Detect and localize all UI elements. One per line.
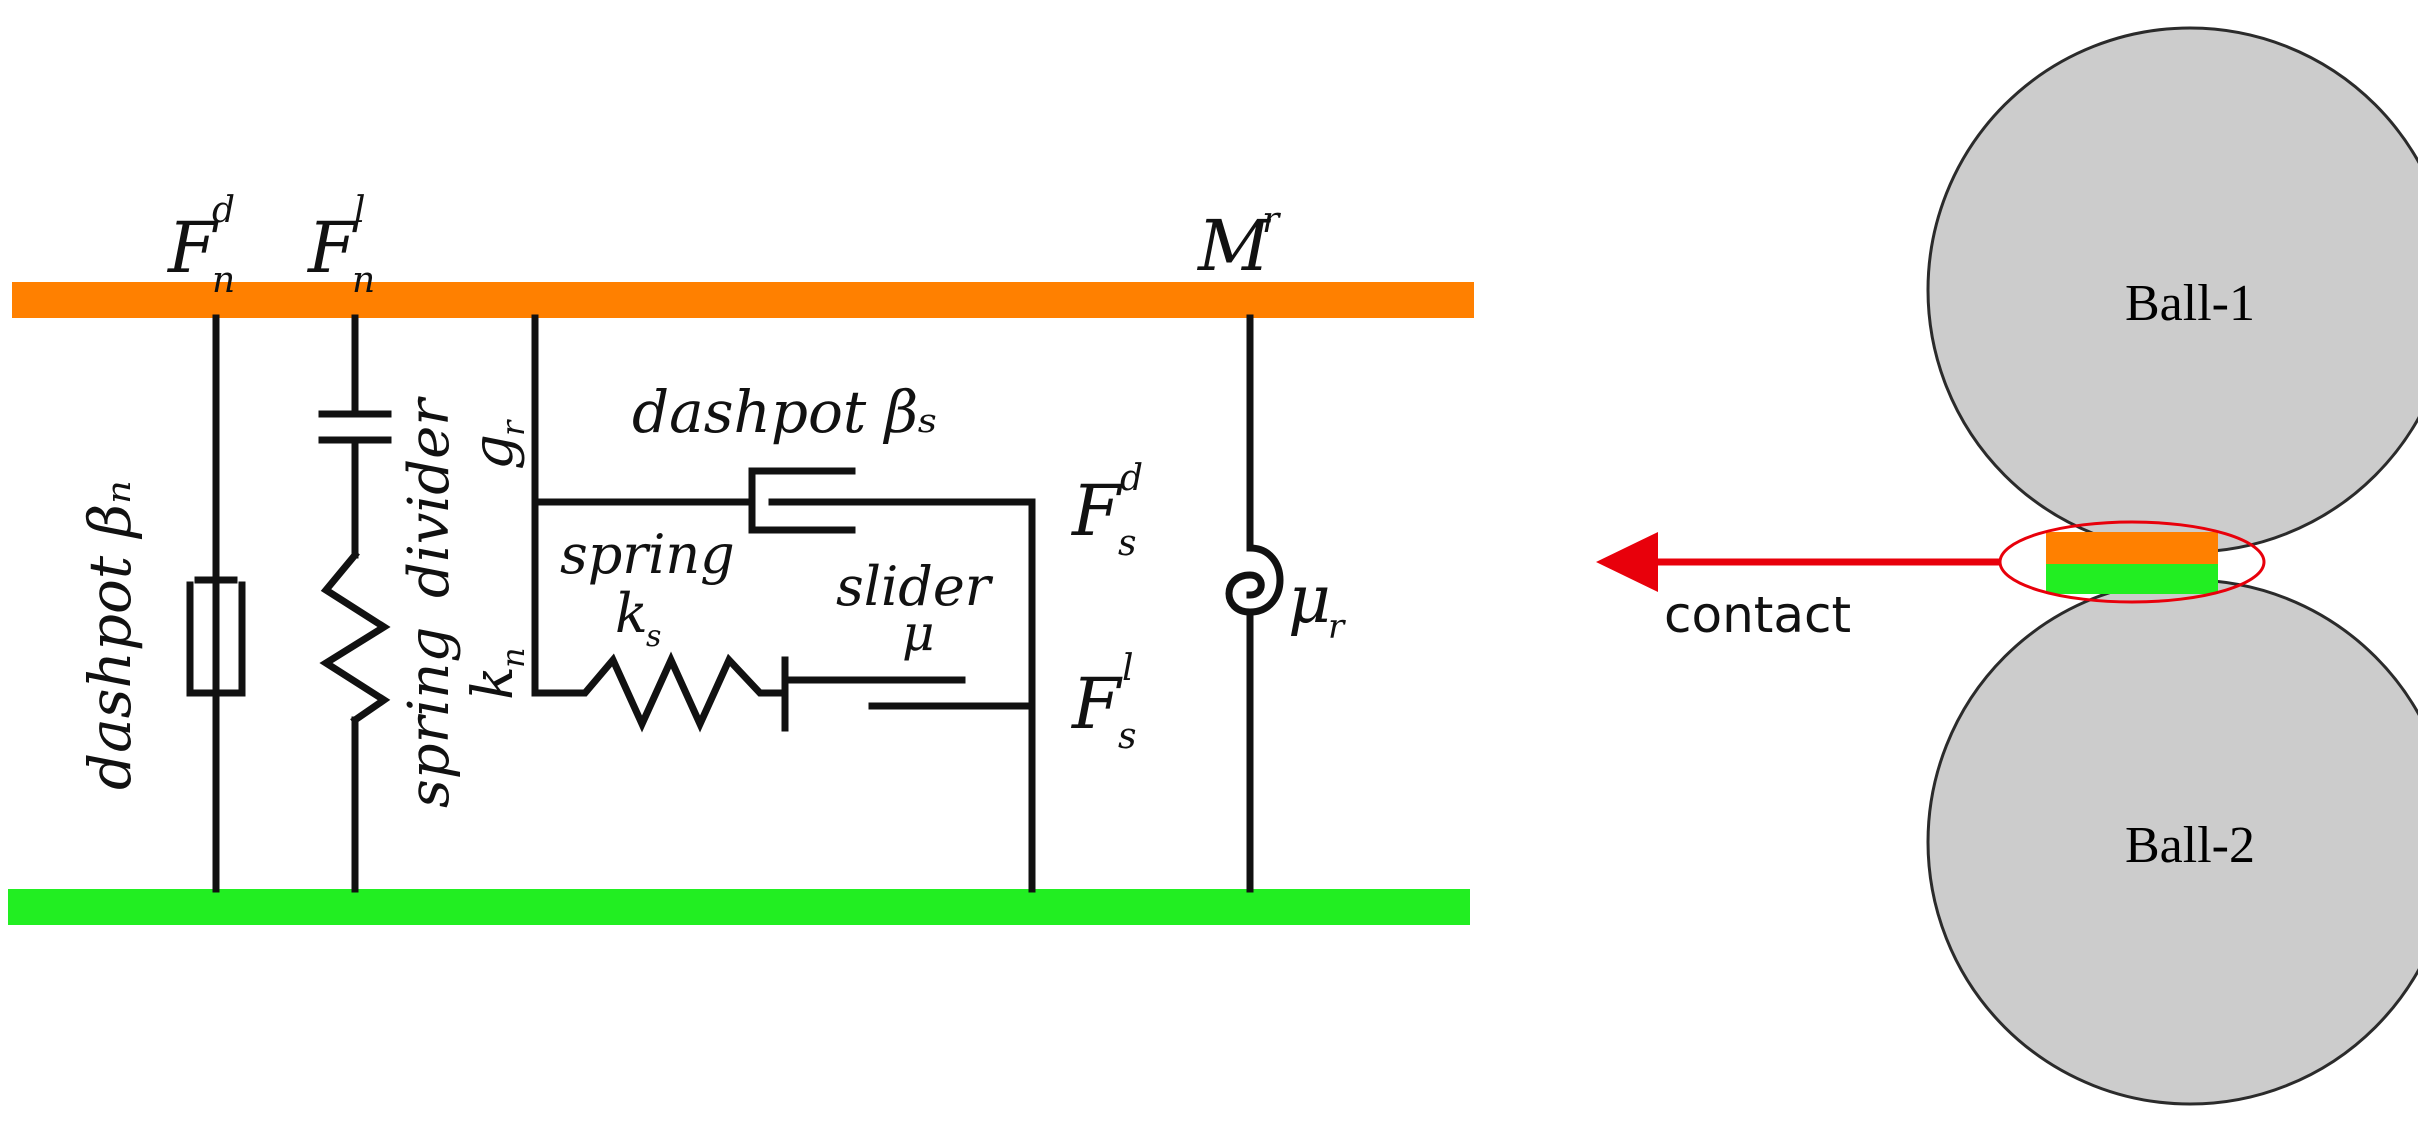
k-n-base: k bbox=[461, 666, 526, 700]
m-r-base: M bbox=[1196, 205, 1272, 287]
label-f-n-d: F n d bbox=[166, 190, 235, 301]
rolling-resistance-branch bbox=[1225, 314, 1284, 893]
spring-s-label: spring bbox=[560, 523, 735, 586]
g-r-label-group: g r bbox=[461, 419, 532, 470]
k-s-base: k bbox=[615, 582, 648, 645]
balls-in-contact: Ball-1 Ball-2 contact bbox=[1596, 26, 2418, 1106]
k-s-sub: s bbox=[646, 619, 661, 654]
contact-label: contact bbox=[1664, 586, 1851, 644]
slider-label: slider bbox=[836, 555, 994, 618]
f-s-d-sup: d bbox=[1120, 458, 1143, 499]
mu-r-base: μ bbox=[1288, 561, 1331, 638]
k-n-sub: n bbox=[494, 647, 532, 668]
divider-and-normal-spring bbox=[318, 314, 392, 893]
contact-patch-upper bbox=[2046, 532, 2218, 564]
label-mu-r: μ r bbox=[1288, 561, 1346, 647]
lower-plate bbox=[8, 889, 1470, 925]
dashpot-s-label: dashpot βₛ bbox=[632, 378, 938, 446]
f-s-d-base: F bbox=[1070, 470, 1123, 552]
f-s-l-sup: l bbox=[1122, 648, 1134, 689]
f-n-d-sub: n bbox=[212, 260, 235, 301]
divider-label-group: divider bbox=[397, 396, 462, 598]
tangential-branch bbox=[531, 314, 1036, 893]
spring-n-label: spring bbox=[397, 627, 462, 808]
f-s-l-base: F bbox=[1070, 663, 1123, 745]
mu-r-sub: r bbox=[1328, 607, 1346, 647]
k-s-label-group: k s bbox=[615, 582, 661, 654]
f-n-l-sub: n bbox=[352, 260, 375, 301]
g-r-base: g bbox=[461, 434, 526, 470]
label-m-r: M r bbox=[1196, 200, 1281, 287]
f-s-l-sub: s bbox=[1118, 716, 1136, 757]
f-n-l-base: F bbox=[306, 207, 359, 289]
divider-label: divider bbox=[397, 396, 462, 598]
normal-dashpot bbox=[186, 314, 246, 893]
k-n-label-group: k n bbox=[461, 647, 532, 700]
spring-n-label-group: spring bbox=[397, 627, 462, 808]
g-r-sub: r bbox=[494, 419, 532, 436]
ball-1-label: Ball-1 bbox=[2125, 275, 2255, 332]
dashpot-n-label: dashpot βₙ bbox=[76, 480, 144, 790]
f-n-l-sup: l bbox=[354, 190, 366, 231]
label-f-s-d: F s d bbox=[1070, 458, 1143, 564]
m-r-sup: r bbox=[1262, 200, 1281, 241]
contact-arrow-head bbox=[1596, 532, 1658, 592]
f-s-d-sub: s bbox=[1118, 523, 1136, 564]
contact-model: F n d F n l M r dashpot βₙ divider g r s… bbox=[8, 190, 1474, 925]
f-n-d-base: F bbox=[166, 207, 219, 289]
label-f-s-l: F s l bbox=[1070, 648, 1136, 757]
upper-plate bbox=[12, 282, 1474, 318]
contact-patch-lower bbox=[2046, 564, 2218, 594]
f-n-d-sup: d bbox=[212, 190, 235, 231]
ball-2-label: Ball-2 bbox=[2125, 817, 2255, 874]
mu-label: μ bbox=[902, 604, 935, 662]
label-f-n-l: F n l bbox=[306, 190, 375, 301]
